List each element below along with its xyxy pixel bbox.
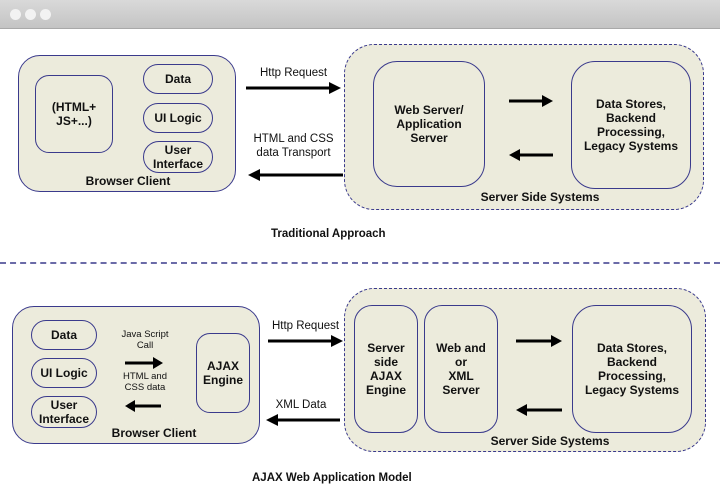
ajax-user-interface-box: User Interface <box>31 396 97 428</box>
section-divider <box>0 262 720 264</box>
ajax-server-side-title: Server Side Systems <box>490 434 610 448</box>
window-titlebar <box>0 0 720 29</box>
arrow-right-icon <box>509 95 553 107</box>
arrow-right-icon <box>268 335 343 347</box>
ajax-data-box: Data <box>31 320 97 350</box>
window-dot-icon[interactable] <box>10 9 21 20</box>
traditional-http-request-label: Http Request <box>259 67 328 79</box>
ajax-ui-logic-box: UI Logic <box>31 358 97 388</box>
traditional-data-box: Data <box>143 64 213 94</box>
ajax-data-stores-box: Data Stores, Backend Processing, Legacy … <box>572 305 692 433</box>
arrow-left-icon <box>248 169 343 181</box>
arrow-right-icon <box>516 335 562 347</box>
traditional-web-server-box: Web Server/ Application Server <box>373 61 485 187</box>
traditional-data-stores-box: Data Stores, Backend Processing, Legacy … <box>571 61 691 189</box>
ajax-engine-box: AJAX Engine <box>196 333 250 413</box>
traditional-ui-logic-box: UI Logic <box>143 103 213 133</box>
ajax-browser-client-box: Data UI Logic User Interface Java Script… <box>12 306 260 444</box>
arrow-left-icon <box>516 404 562 416</box>
arrow-right-icon <box>125 357 163 369</box>
ajax-html-css-label: HTML and CSS data <box>123 371 167 393</box>
traditional-server-side-box: Web Server/ Application Server Data Stor… <box>344 44 704 210</box>
window-dot-icon[interactable] <box>25 9 36 20</box>
traditional-browser-client-box: (HTML+ JS+...) Data UI Logic User Interf… <box>18 55 236 192</box>
arrow-right-icon <box>246 82 341 94</box>
server-ajax-engine-box: Server side AJAX Engine <box>354 305 418 433</box>
ajax-server-side-box: Server side AJAX Engine Web and or XML S… <box>344 288 706 452</box>
traditional-transport-label: HTML and CSS data Transport <box>253 133 334 159</box>
ajax-http-request-label: Http Request <box>271 320 340 332</box>
ajax-xml-data-label: XML Data <box>275 399 327 411</box>
traditional-browser-client-title: Browser Client <box>85 174 171 188</box>
ajax-browser-client-title: Browser Client <box>111 426 197 440</box>
traditional-user-interface-box: User Interface <box>143 141 213 173</box>
arrow-left-icon <box>266 414 340 426</box>
arrow-left-icon <box>125 400 161 412</box>
web-xml-server-box: Web and or XML Server <box>424 305 498 433</box>
traditional-html-js-box: (HTML+ JS+...) <box>35 75 113 153</box>
traditional-server-side-title: Server Side Systems <box>480 190 600 204</box>
ajax-js-call-label: Java Script Call <box>121 329 169 351</box>
ajax-model-caption: AJAX Web Application Model <box>252 472 412 484</box>
arrow-left-icon <box>509 149 553 161</box>
traditional-approach-caption: Traditional Approach <box>271 228 386 240</box>
window-dot-icon[interactable] <box>40 9 51 20</box>
